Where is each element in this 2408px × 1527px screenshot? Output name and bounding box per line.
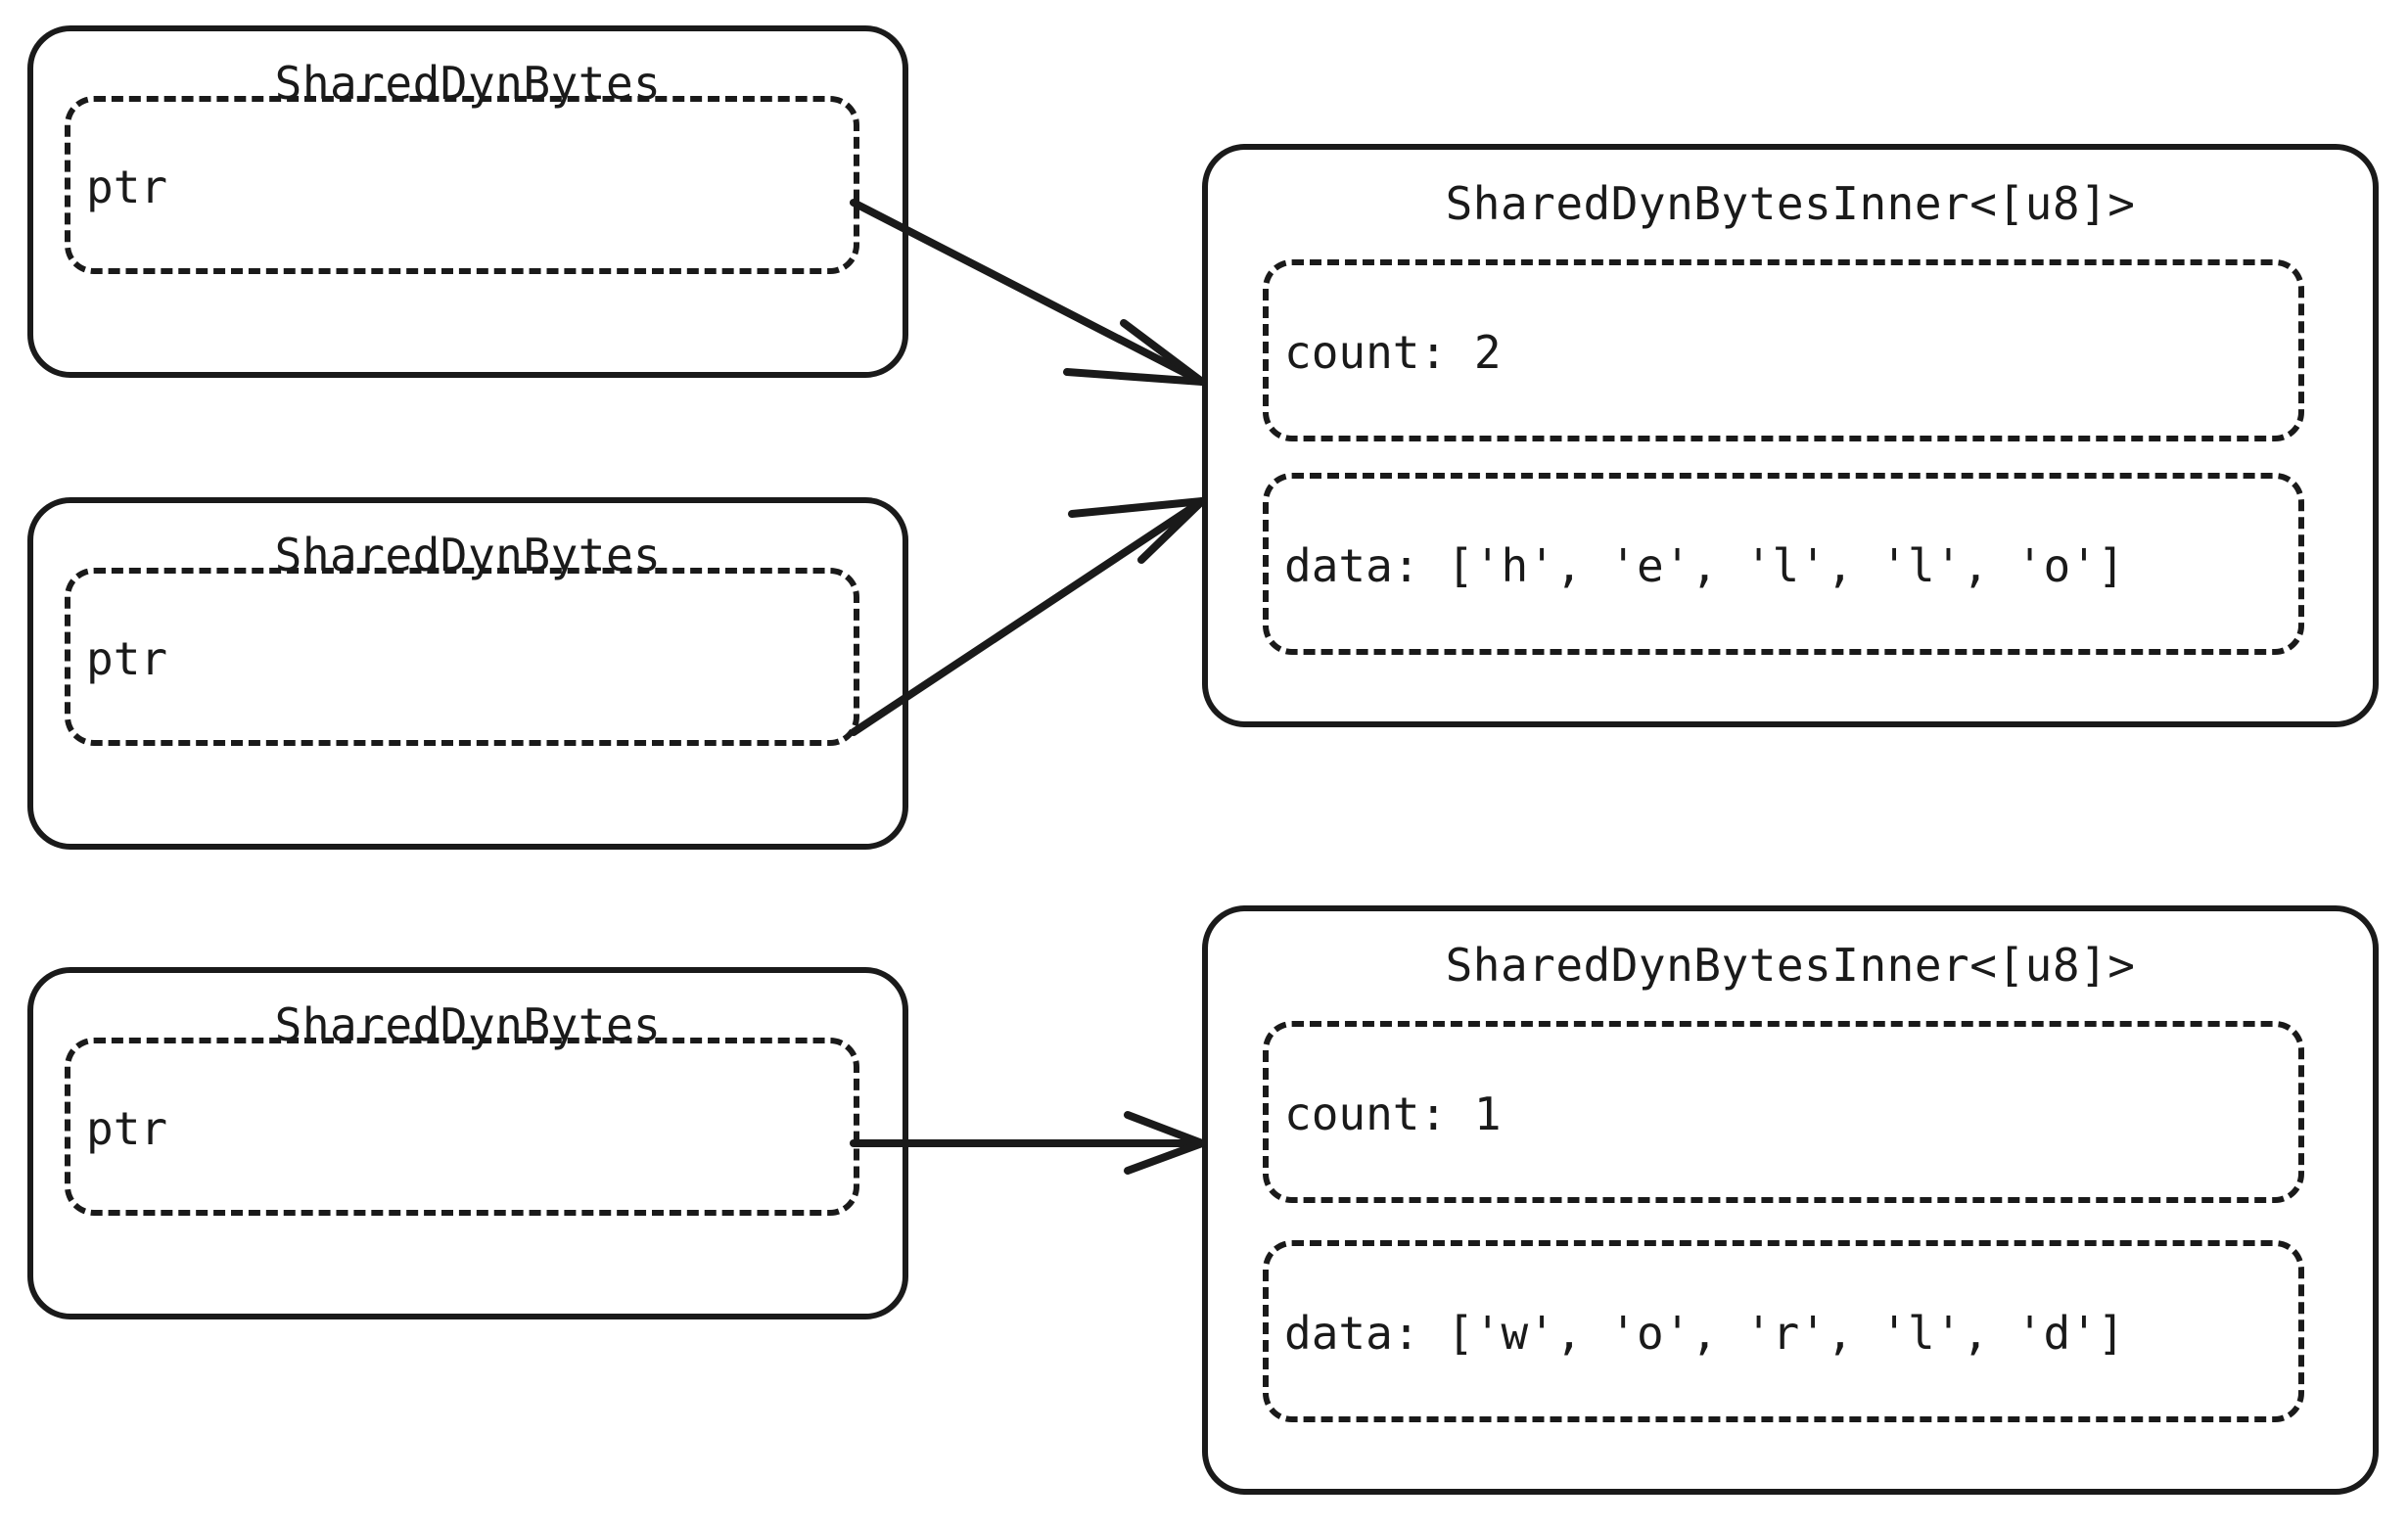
ptr-field-label: ptr <box>86 632 168 685</box>
shared-dyn-bytes-card-3[interactable]: SharedDynBytes ptr <box>27 967 908 1319</box>
shared-dyn-bytes-card-2[interactable]: SharedDynBytes ptr <box>27 497 908 850</box>
count-field-label: count: 2 <box>1284 326 1502 379</box>
data-field-label: data: ['h', 'e', 'l', 'l', 'o'] <box>1284 539 2125 592</box>
data-field-box[interactable]: data: ['h', 'e', 'l', 'l', 'o'] <box>1263 473 2304 655</box>
count-field-label: count: 1 <box>1284 1087 1502 1140</box>
ptr-field-box[interactable]: ptr <box>65 1038 859 1216</box>
data-field-box[interactable]: data: ['w', 'o', 'r', 'l', 'd'] <box>1263 1240 2304 1422</box>
data-field-label: data: ['w', 'o', 'r', 'l', 'd'] <box>1284 1307 2125 1360</box>
ptr-field-box[interactable]: ptr <box>65 96 859 274</box>
ptr-field-box[interactable]: ptr <box>65 568 859 746</box>
count-field-box[interactable]: count: 1 <box>1263 1021 2304 1203</box>
shared-dyn-bytes-inner-card-hello[interactable]: SharedDynBytesInner<[u8]> count: 2 data:… <box>1202 144 2379 727</box>
card-title: SharedDynBytesInner<[u8]> <box>1445 939 2136 992</box>
card-title: SharedDynBytesInner<[u8]> <box>1445 177 2136 230</box>
shared-dyn-bytes-inner-card-world[interactable]: SharedDynBytesInner<[u8]> count: 1 data:… <box>1202 905 2379 1495</box>
ptr-field-label: ptr <box>86 1102 168 1155</box>
shared-dyn-bytes-card-1[interactable]: SharedDynBytes ptr <box>27 25 908 378</box>
count-field-box[interactable]: count: 2 <box>1263 259 2304 441</box>
ptr-field-label: ptr <box>86 161 168 213</box>
